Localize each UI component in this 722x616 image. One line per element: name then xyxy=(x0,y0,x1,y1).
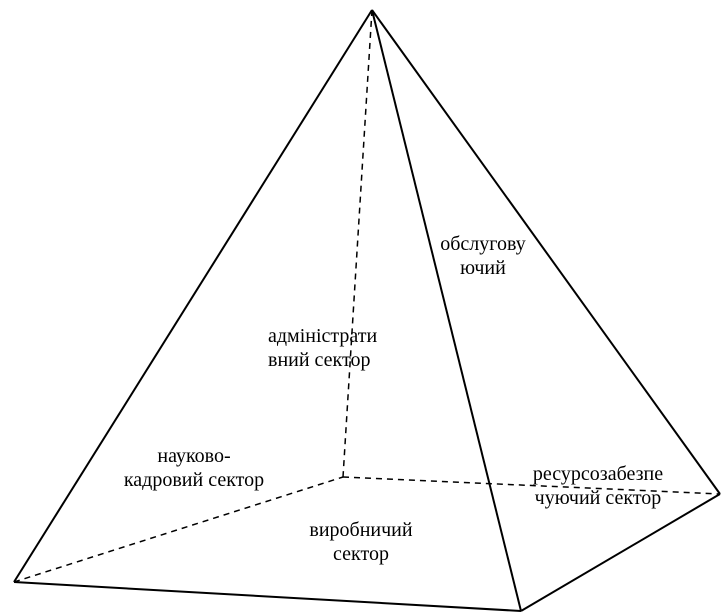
label-resource-supply-line1: ресурсозабезпе xyxy=(532,463,664,485)
edge-base-front-right xyxy=(520,493,721,612)
label-service-line2: ючий xyxy=(460,257,506,279)
label-scientific-personnel-sector: науково- кадровий сектор xyxy=(104,444,284,492)
hidden-edge-base-back-right xyxy=(342,476,721,495)
label-administrative-line1: адміністрати xyxy=(268,325,378,347)
edge-apex-front xyxy=(371,9,522,612)
label-administrative-line2: вний сектор xyxy=(268,349,371,371)
edge-apex-left xyxy=(13,9,373,583)
label-resource-supply-sector: ресурсозабезпе чуючий сектор xyxy=(500,462,696,510)
label-production-line2: сектор xyxy=(333,543,389,565)
hidden-edge-base-left-back xyxy=(13,476,344,583)
label-resource-supply-line2: чуючий сектор xyxy=(534,487,662,509)
label-production-sector: виробничий сектор xyxy=(272,518,450,566)
visible-edges xyxy=(13,9,721,612)
label-production-line1: виробничий xyxy=(309,519,413,541)
label-service-line1: обслугову xyxy=(440,233,526,255)
edge-base-left-front xyxy=(13,581,522,612)
edge-apex-right xyxy=(371,9,721,495)
label-administrative-sector: адміністрати вний сектор xyxy=(268,324,420,372)
label-service-sector: обслугову ючий xyxy=(420,232,546,280)
hidden-edges xyxy=(13,9,721,583)
label-scientific-personnel-line2: кадровий сектор xyxy=(123,469,265,491)
label-scientific-personnel-line1: науково- xyxy=(157,445,231,467)
hidden-edge-apex-back xyxy=(342,9,373,478)
